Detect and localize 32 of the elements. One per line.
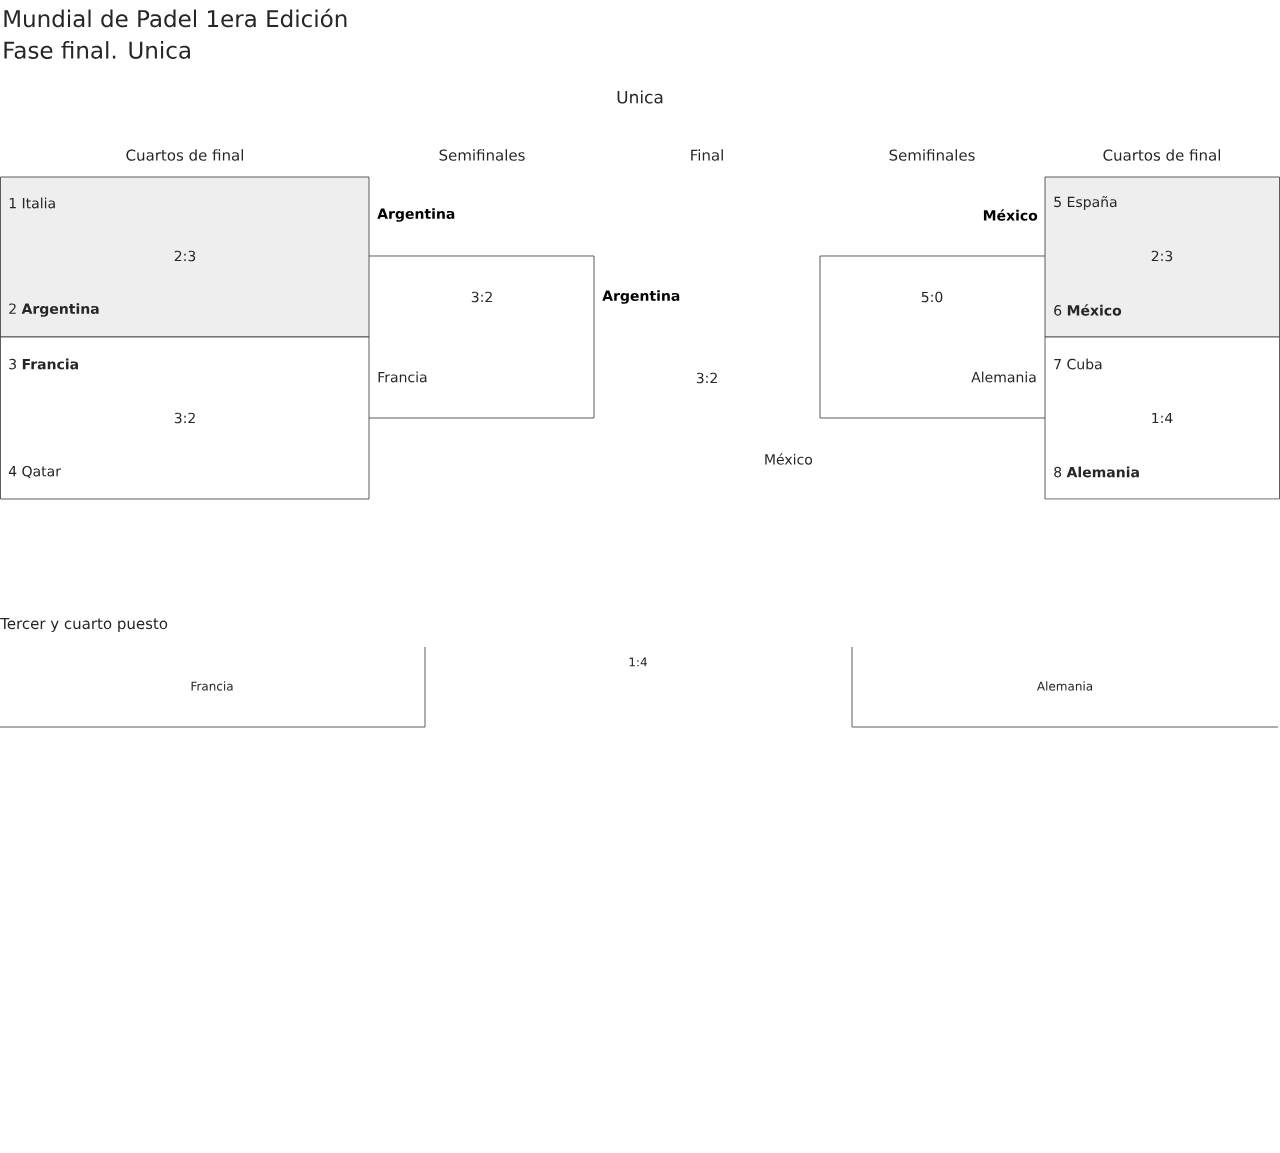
team-name: 6 México — [1054, 304, 1122, 316]
team-name: Francia — [378, 371, 427, 383]
column-heading: Cuartos de final — [126, 149, 243, 161]
score: 5:0 — [921, 291, 943, 303]
team-name: 4 Qatar — [8, 465, 61, 479]
team-name: 3 Francia — [9, 358, 78, 370]
team-name: 2 Argentina — [9, 303, 99, 317]
team-name: México — [983, 209, 1038, 221]
column-heading: Semifinales — [889, 149, 975, 161]
column-heading: Cuartos de final — [1103, 149, 1220, 161]
team-name: México — [765, 453, 813, 465]
team-name: 1 Italia — [9, 197, 55, 209]
team-name: Argentina — [377, 208, 455, 222]
team-name: Alemania — [1036, 681, 1093, 691]
score: 3:2 — [471, 291, 492, 303]
section-heading: Tercer y cuarto puesto — [0, 618, 168, 633]
title: Mundial de Padel 1era Edición — [4, 8, 347, 28]
team-name: 5 España — [1054, 196, 1117, 210]
team-name: 7 Cuba — [1054, 358, 1102, 370]
subtitle: Fase final. Unica — [4, 41, 190, 59]
score: 3:2 — [174, 412, 195, 424]
score: 2:3 — [174, 250, 196, 262]
score: 2:3 — [1151, 250, 1173, 262]
score: 1:4 — [1152, 412, 1173, 424]
stage-heading: Unica — [617, 90, 663, 104]
team-name: Francia — [191, 681, 233, 691]
column-heading: Final — [691, 149, 723, 161]
column-heading: Semifinales — [439, 149, 525, 161]
score: 1:4 — [629, 657, 647, 667]
team-name: 8 Alemania — [1054, 466, 1139, 478]
team-name: Alemania — [971, 371, 1036, 383]
score: 3:2 — [696, 372, 717, 384]
